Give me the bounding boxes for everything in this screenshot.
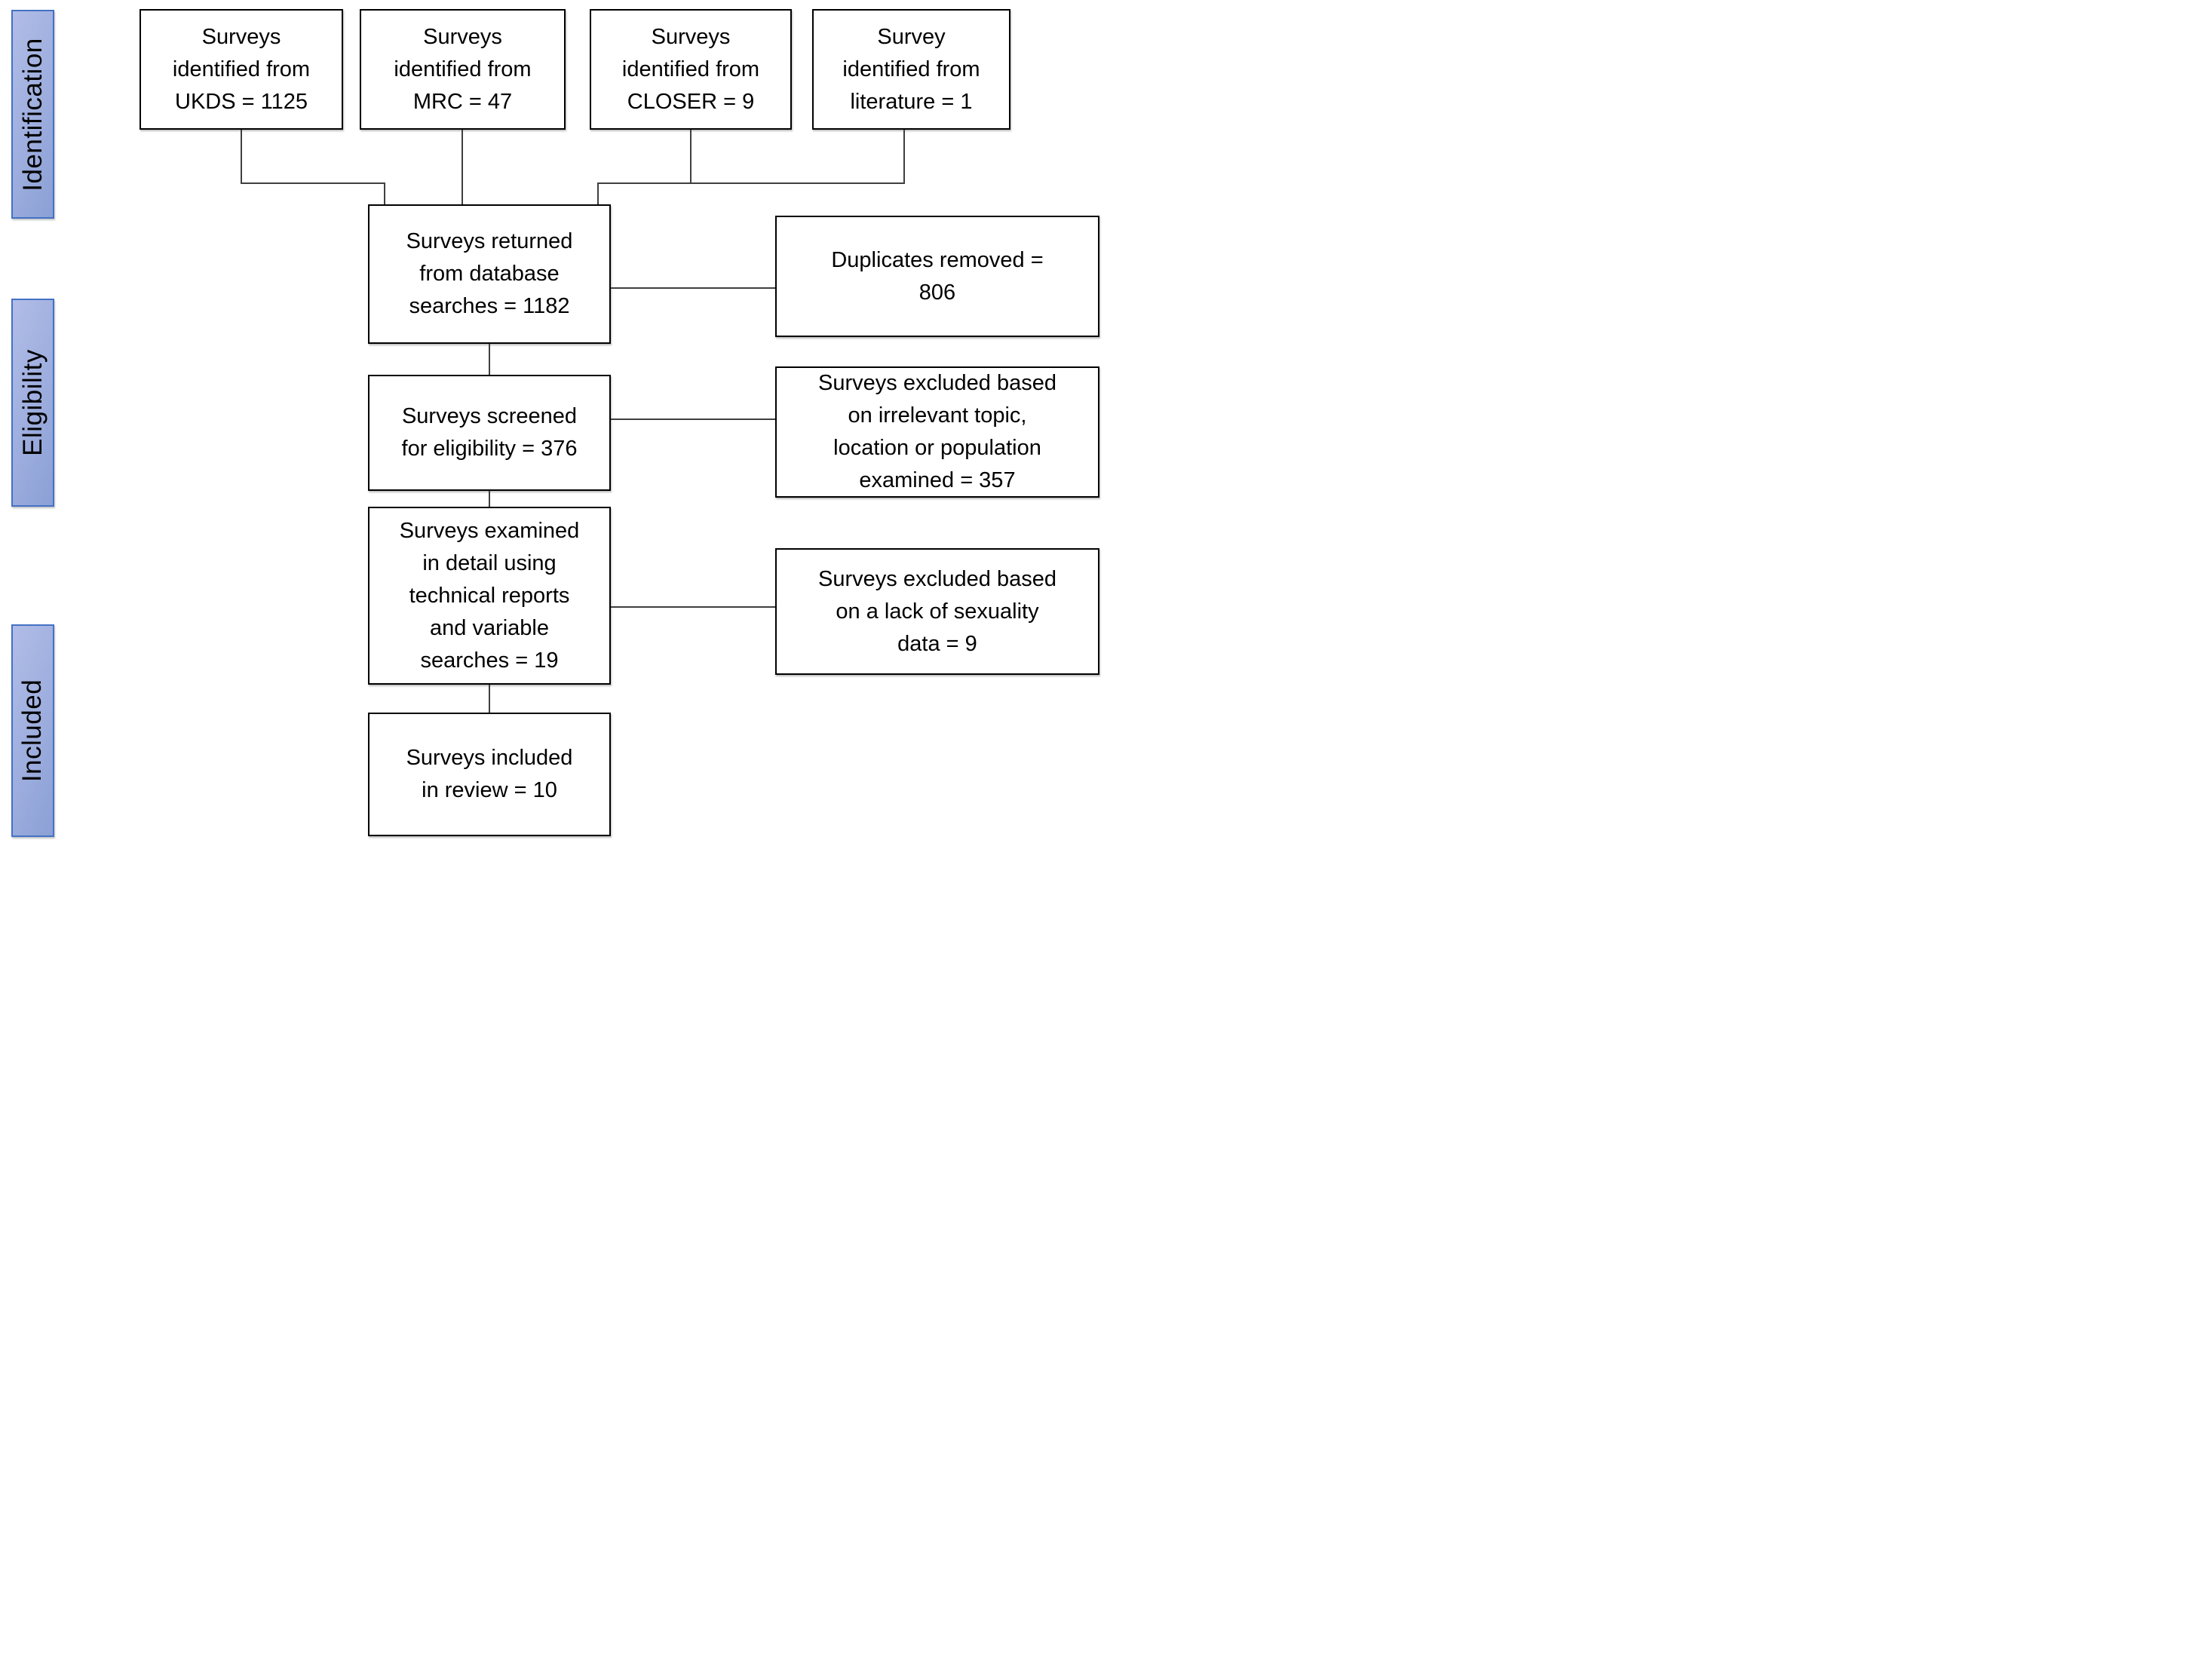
box-surveys-identified-ukds: Surveys identified from UKDS = 1125 xyxy=(140,9,343,130)
box-surveys-identified-ukds-text: Surveys identified from UKDS = 1125 xyxy=(172,24,311,114)
connector-closer-literature-elbow xyxy=(597,182,905,184)
connector-literature-down xyxy=(903,130,905,182)
stage-label-included: Included xyxy=(17,679,48,783)
connector-screened-to-examined xyxy=(489,491,490,507)
connector-closer-literature-into-returned xyxy=(597,182,599,204)
connector-ukds-down xyxy=(241,130,242,182)
box-survey-identified-literature: Survey identified from literature = 1 xyxy=(812,9,1010,130)
stage-bar-identification: Identification xyxy=(11,10,54,219)
stage-label-identification: Identification xyxy=(17,37,48,192)
connector-returned-to-duplicates xyxy=(611,287,775,289)
box-excluded-lack-sexuality-text: Surveys excluded based on a lack of sexu… xyxy=(818,566,1056,656)
connector-ukds-into-returned xyxy=(384,182,385,204)
box-survey-identified-literature-text: Survey identified from literature = 1 xyxy=(842,24,980,114)
box-surveys-examined-text: Surveys examined in detail using technic… xyxy=(399,518,580,673)
connector-mrc-into-returned xyxy=(462,130,463,204)
box-surveys-screened: Surveys screened for eligibility = 376 xyxy=(368,375,611,491)
connector-examined-to-excluded-sexuality xyxy=(611,606,775,608)
connector-returned-to-screened xyxy=(489,344,490,375)
prisma-flow-diagram: Identification Eligibility Included Surv… xyxy=(0,0,1106,840)
box-duplicates-removed-text: Duplicates removed = 806 xyxy=(831,247,1044,305)
stage-label-eligibility: Eligibility xyxy=(17,349,48,456)
box-surveys-returned-text: Surveys returned from database searches … xyxy=(406,229,573,318)
box-surveys-identified-mrc: Surveys identified from MRC = 47 xyxy=(360,9,566,130)
box-surveys-returned: Surveys returned from database searches … xyxy=(368,204,611,344)
box-surveys-included-review-text: Surveys included in review = 10 xyxy=(406,746,573,802)
box-surveys-examined: Surveys examined in detail using technic… xyxy=(368,507,611,685)
stage-bar-eligibility: Eligibility xyxy=(11,299,54,507)
box-surveys-identified-closer-text: Surveys identified from CLOSER = 9 xyxy=(621,24,760,114)
connector-screened-to-excluded-topic xyxy=(611,418,775,420)
box-surveys-included-review: Surveys included in review = 10 xyxy=(368,713,611,836)
box-duplicates-removed: Duplicates removed = 806 xyxy=(775,216,1099,337)
connector-ukds-elbow xyxy=(241,182,385,184)
box-surveys-screened-text: Surveys screened for eligibility = 376 xyxy=(401,404,578,461)
box-excluded-lack-sexuality: Surveys excluded based on a lack of sexu… xyxy=(775,548,1099,675)
box-surveys-identified-closer: Surveys identified from CLOSER = 9 xyxy=(590,9,792,130)
connector-closer-down xyxy=(690,130,692,182)
box-surveys-identified-mrc-text: Surveys identified from MRC = 47 xyxy=(394,24,532,114)
stage-bar-included: Included xyxy=(11,624,54,837)
connector-examined-to-included xyxy=(489,685,490,713)
box-excluded-irrelevant-topic-text: Surveys excluded based on irrelevant top… xyxy=(818,371,1056,492)
box-excluded-irrelevant-topic: Surveys excluded based on irrelevant top… xyxy=(775,366,1099,498)
